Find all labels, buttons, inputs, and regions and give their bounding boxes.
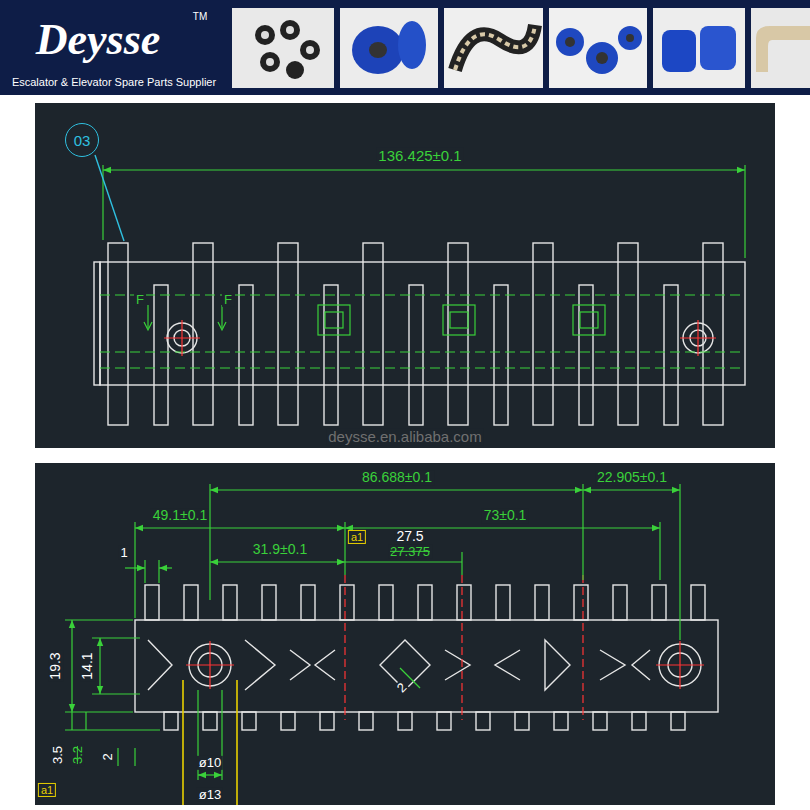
tagline: Escalator & Elevator Spare Parts Supplie… [10,76,218,88]
dimension-value: 27.5 [394,529,425,544]
dimension-lines [65,484,680,780]
dimension-value: 3.2 [71,744,85,766]
center-marks [164,320,716,356]
dimension-value: 136.425±0.1 [376,148,463,165]
watermark: deysse.en.alibaba.com [326,429,483,446]
product-photos [232,8,810,88]
dimension-value: 73±0.1 [482,508,529,523]
leader-line [95,155,124,241]
dimension-value: 3.5 [51,744,65,766]
revision-mark: a1 [38,783,56,797]
dimension-value: 27.375 [388,545,432,559]
view-marker: F [222,293,234,307]
dimension-value: 22.905±0.1 [595,470,669,485]
drawing-panel [35,103,775,448]
callout-number: 03 [74,132,91,149]
dimension-value: 49.1±0.1 [151,508,209,523]
banner [0,0,810,95]
callout-circle: 03 [65,123,99,157]
revision-mark: a1 [348,530,366,544]
brand-logo: Deysse [34,16,163,64]
highlight-box [183,680,237,805]
dimension-value: 19.3 [48,650,63,681]
dimension-value: 31.9±0.1 [251,542,309,557]
hidden-lines [100,165,745,368]
dimension-value: 2 [101,751,115,762]
dimension-value: 14.1 [80,650,95,681]
diameter-value: ø13 [197,788,223,802]
view-marker: F [134,293,146,307]
drawing-panel [35,463,775,805]
dimension-value: 1 [118,546,129,560]
dimension-value: 86.688±0.1 [360,470,434,485]
center-lines [186,575,704,720]
trademark: TM [191,11,209,22]
comb-top-view [94,243,745,425]
diameter-value: ø10 [197,756,223,770]
